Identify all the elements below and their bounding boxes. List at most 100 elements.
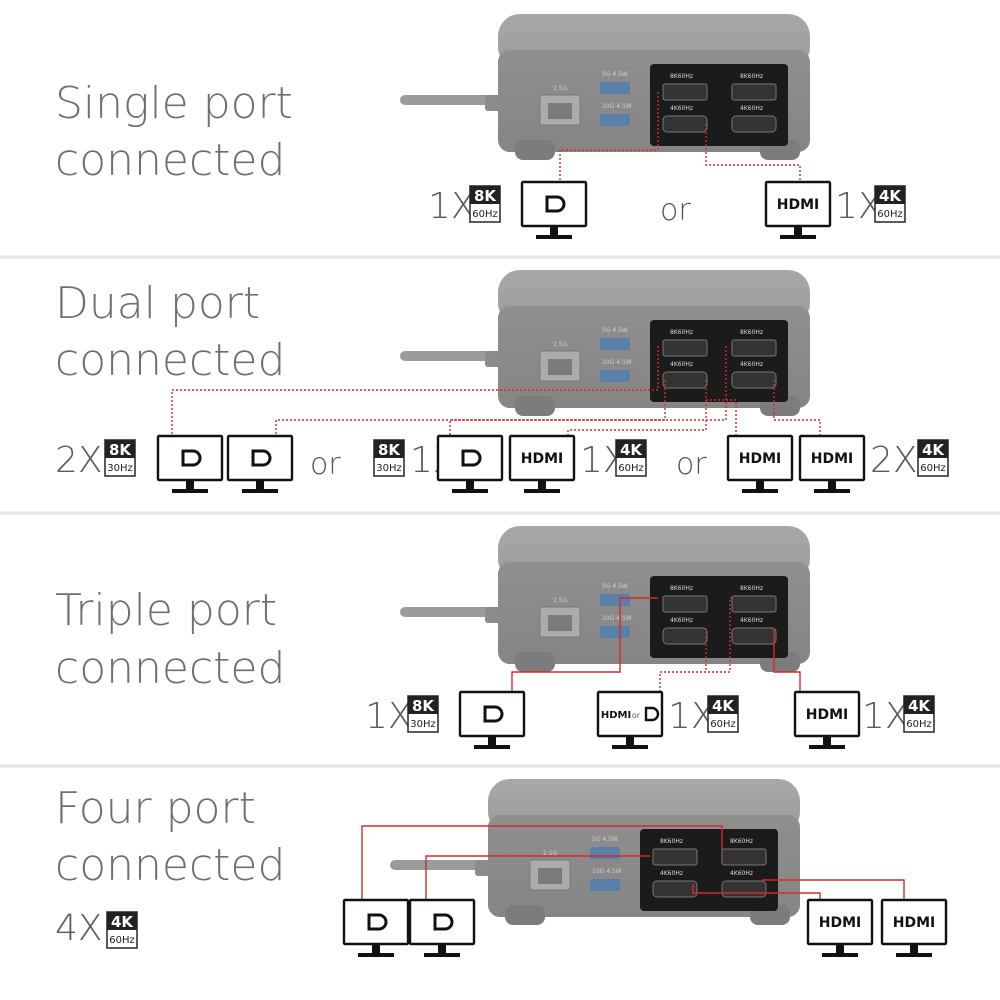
or-small-label: or: [632, 711, 641, 720]
hdmi-icon: HDMI: [521, 451, 563, 467]
refresh-rate: 30Hz: [376, 463, 402, 474]
resolution-value: 4K: [620, 441, 643, 459]
section-dual-port: Dual port connected 2.5G 5G 4.5W 10G 4.5…: [55, 270, 949, 493]
displayport-icon: [545, 195, 566, 213]
hdmi-monitor: HDMI: [726, 434, 794, 493]
resolution-badge: 4K 60Hz: [917, 439, 949, 477]
resolution-badge: 4K60Hz: [106, 911, 138, 949]
usb-bottom-label: 10G 4.5W: [602, 359, 632, 366]
dock-device: 2.5G 5G 4.5W 10G 4.5W 8K60Hz 8K60Hz 4K60…: [400, 14, 810, 160]
section-title-line2: connected: [55, 135, 285, 186]
hdmi-cable: [567, 380, 707, 436]
refresh-rate: 30Hz: [107, 463, 133, 474]
multiplier-label: 2X: [870, 440, 918, 481]
hdmi-port-label: 4K60Hz: [740, 105, 763, 112]
dp-cable: [425, 855, 650, 900]
section-title-line1: Single port: [55, 78, 293, 129]
section-title-line2: connected: [55, 335, 285, 386]
usb-top-label: 5G 4.5W: [602, 327, 628, 334]
hdmi-icon: HDMI: [777, 197, 819, 213]
dp-cable: [511, 597, 658, 692]
ethernet-label: 2.5G: [553, 597, 568, 604]
section-title-line1: Dual port: [55, 278, 260, 329]
hdmi-port-label: 4K60Hz: [670, 105, 693, 112]
refresh-rate: 60Hz: [906, 719, 932, 730]
hdmi-port-label: 4K60Hz: [730, 870, 753, 877]
dp-port-label: 8K60Hz: [740, 73, 763, 80]
dp-port-label: 8K60Hz: [670, 73, 693, 80]
resolution-value: 8K: [412, 697, 435, 715]
ethernet-label: 2.5G: [553, 341, 568, 348]
displayport-icon: [483, 705, 504, 723]
multiplier-label: 1X: [365, 696, 413, 737]
resolution-badge: 4K60Hz: [106, 911, 138, 949]
or-label: or: [660, 193, 691, 228]
resolution-value: 4K: [712, 697, 735, 715]
dp-cable: [171, 346, 659, 436]
hdmi-monitor: HDMI: [508, 434, 576, 493]
usb-bottom-label: 10G 4.5W: [592, 868, 622, 875]
refresh-rate: 60Hz: [618, 463, 644, 474]
dp-cable: [275, 346, 727, 436]
displayport-monitor: [342, 898, 410, 957]
hdmi-monitor: HDMI: [880, 898, 948, 957]
hdmi-port-label: 4K60Hz: [670, 361, 693, 368]
hdmi-monitor: HDMI: [798, 434, 866, 493]
hdmi-cable: [706, 399, 737, 436]
resolution-badge: 4K 60Hz: [707, 695, 739, 733]
hdmi-cable: [705, 124, 801, 182]
dp-port-label: 8K60Hz: [660, 838, 683, 845]
resolution-badge: 4K 60Hz: [874, 185, 906, 223]
ethernet-label: 2.5G: [553, 85, 568, 92]
multiplier-label: 1X: [428, 186, 476, 227]
resolution-value: 4K: [908, 697, 931, 715]
displayport-icon: [433, 913, 454, 931]
resolution-value: 4K: [922, 441, 945, 459]
dp-cable: [361, 825, 723, 900]
section-title-mult: 4X: [55, 908, 103, 949]
refresh-rate: 60Hz: [877, 209, 903, 220]
displayport-icon: [367, 913, 388, 931]
refresh-rate: 60Hz: [710, 719, 736, 730]
section-title-line1: Triple port: [55, 585, 277, 636]
hdmi-port-label: 4K60Hz: [670, 617, 693, 624]
section-title-line1: Four port: [55, 783, 256, 834]
refresh-rate: 60Hz: [920, 463, 946, 474]
dp-port-label: 8K60Hz: [670, 585, 693, 592]
dp-port-label: 8K60Hz: [740, 585, 763, 592]
hdmi-icon: HDMI: [819, 915, 861, 931]
usb-top-label: 5G 4.5W: [602, 583, 628, 590]
resolution-value: 4K: [879, 187, 902, 205]
displayport-icon: [251, 449, 272, 467]
hdmi-cable: [762, 879, 905, 900]
displayport-icon: [461, 449, 482, 467]
resolution-value: 4K: [111, 913, 134, 931]
displayport-icon: [181, 449, 202, 467]
refresh-rate: 60Hz: [472, 209, 498, 220]
resolution-badge: 8K 60Hz: [469, 185, 501, 223]
multiplier-label: 1X: [862, 696, 910, 737]
hdmi-monitor: HDMI: [793, 690, 861, 749]
dp-cable: [706, 597, 732, 673]
resolution-badge: 4K 60Hz: [903, 695, 935, 733]
multiplier-label: 2X: [55, 440, 103, 481]
displayport-monitor: [156, 434, 224, 493]
resolution-value: 8K: [109, 441, 132, 459]
ethernet-label: 2.5G: [543, 850, 558, 857]
section-legend-row: HDMI HDMI: [342, 898, 948, 957]
displayport-monitor: [520, 180, 588, 239]
hdmi-icon: HDMI: [601, 710, 631, 721]
hdmi-cable: [659, 628, 707, 692]
dp-port-label: 8K60Hz: [670, 329, 693, 336]
dp-cable: [449, 380, 666, 436]
section-four-port: Four port connected 4X 4K60Hz 2.5G 5G 4.…: [55, 779, 948, 957]
hdmi-icon: HDMI: [893, 915, 935, 931]
resolution-value: 8K: [474, 187, 497, 205]
hdmi-cable: [692, 884, 821, 900]
